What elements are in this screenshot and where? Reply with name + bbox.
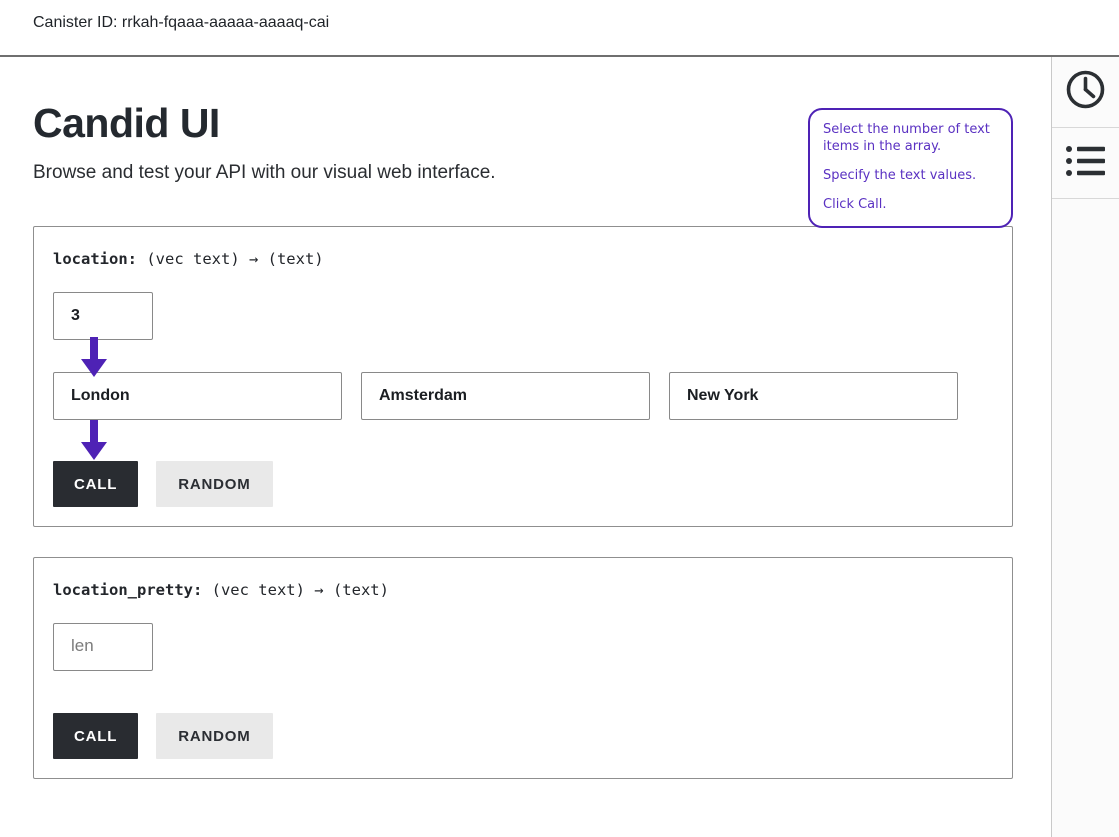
vec-items-row [53, 372, 993, 421]
vec-length-input[interactable] [53, 623, 153, 672]
method-signature-location-pretty: location_pretty: (vec text) → (text) [53, 581, 993, 599]
tooltip-line-3: Click Call. [823, 197, 887, 212]
arrow-down-icon [81, 337, 107, 378]
tooltip-line-2: Specify the text values. [823, 168, 977, 183]
arrow-gap [53, 420, 993, 461]
call-button[interactable]: CALL [53, 461, 139, 508]
tooltip-callout: Select the number of text items in the a… [808, 108, 1013, 228]
random-button[interactable]: RANDOM [156, 713, 273, 760]
topbar: Canister ID: rrkah-fqaaa-aaaaa-aaaaq-cai [0, 0, 1119, 57]
arrow-down-icon [81, 420, 107, 461]
random-button[interactable]: RANDOM [156, 461, 273, 508]
method-signature-location: location: (vec text) → (text) [53, 250, 993, 268]
method-type-signature: (vec text) → (text) [202, 581, 389, 600]
vec-item-input-0[interactable] [53, 372, 342, 421]
page-title: Candid UI [33, 100, 220, 146]
vec-item-input-1[interactable] [361, 372, 650, 421]
arrow-gap [53, 337, 993, 378]
call-button[interactable]: CALL [53, 713, 139, 760]
sidebar [1051, 57, 1119, 837]
method-type-signature: (vec text) → (text) [137, 250, 324, 269]
canister-id-label: Canister ID: rrkah-fqaaa-aaaaa-aaaaq-cai [33, 14, 330, 31]
page-subtitle: Browse and test your API with our visual… [33, 162, 496, 184]
method-name-label: location: [53, 250, 137, 269]
vec-length-input[interactable] [53, 292, 153, 341]
list-icon [1065, 143, 1107, 184]
tooltip-line-1: Select the number of text items in the a… [823, 122, 990, 154]
spacer [53, 671, 993, 713]
clock-icon [1065, 69, 1106, 115]
button-row: CALL RANDOM [53, 713, 993, 760]
button-row: CALL RANDOM [53, 461, 993, 508]
history-button[interactable] [1052, 57, 1119, 128]
method-list-button[interactable] [1052, 128, 1119, 199]
method-name-label: location_pretty: [53, 581, 203, 600]
main-content: Select the number of text items in the a… [0, 99, 1051, 780]
vec-item-input-2[interactable] [669, 372, 958, 421]
method-box-location: location: (vec text) → (text) CALL RANDO… [33, 226, 1013, 528]
method-box-location-pretty: location_pretty: (vec text) → (text) CAL… [33, 557, 1013, 780]
